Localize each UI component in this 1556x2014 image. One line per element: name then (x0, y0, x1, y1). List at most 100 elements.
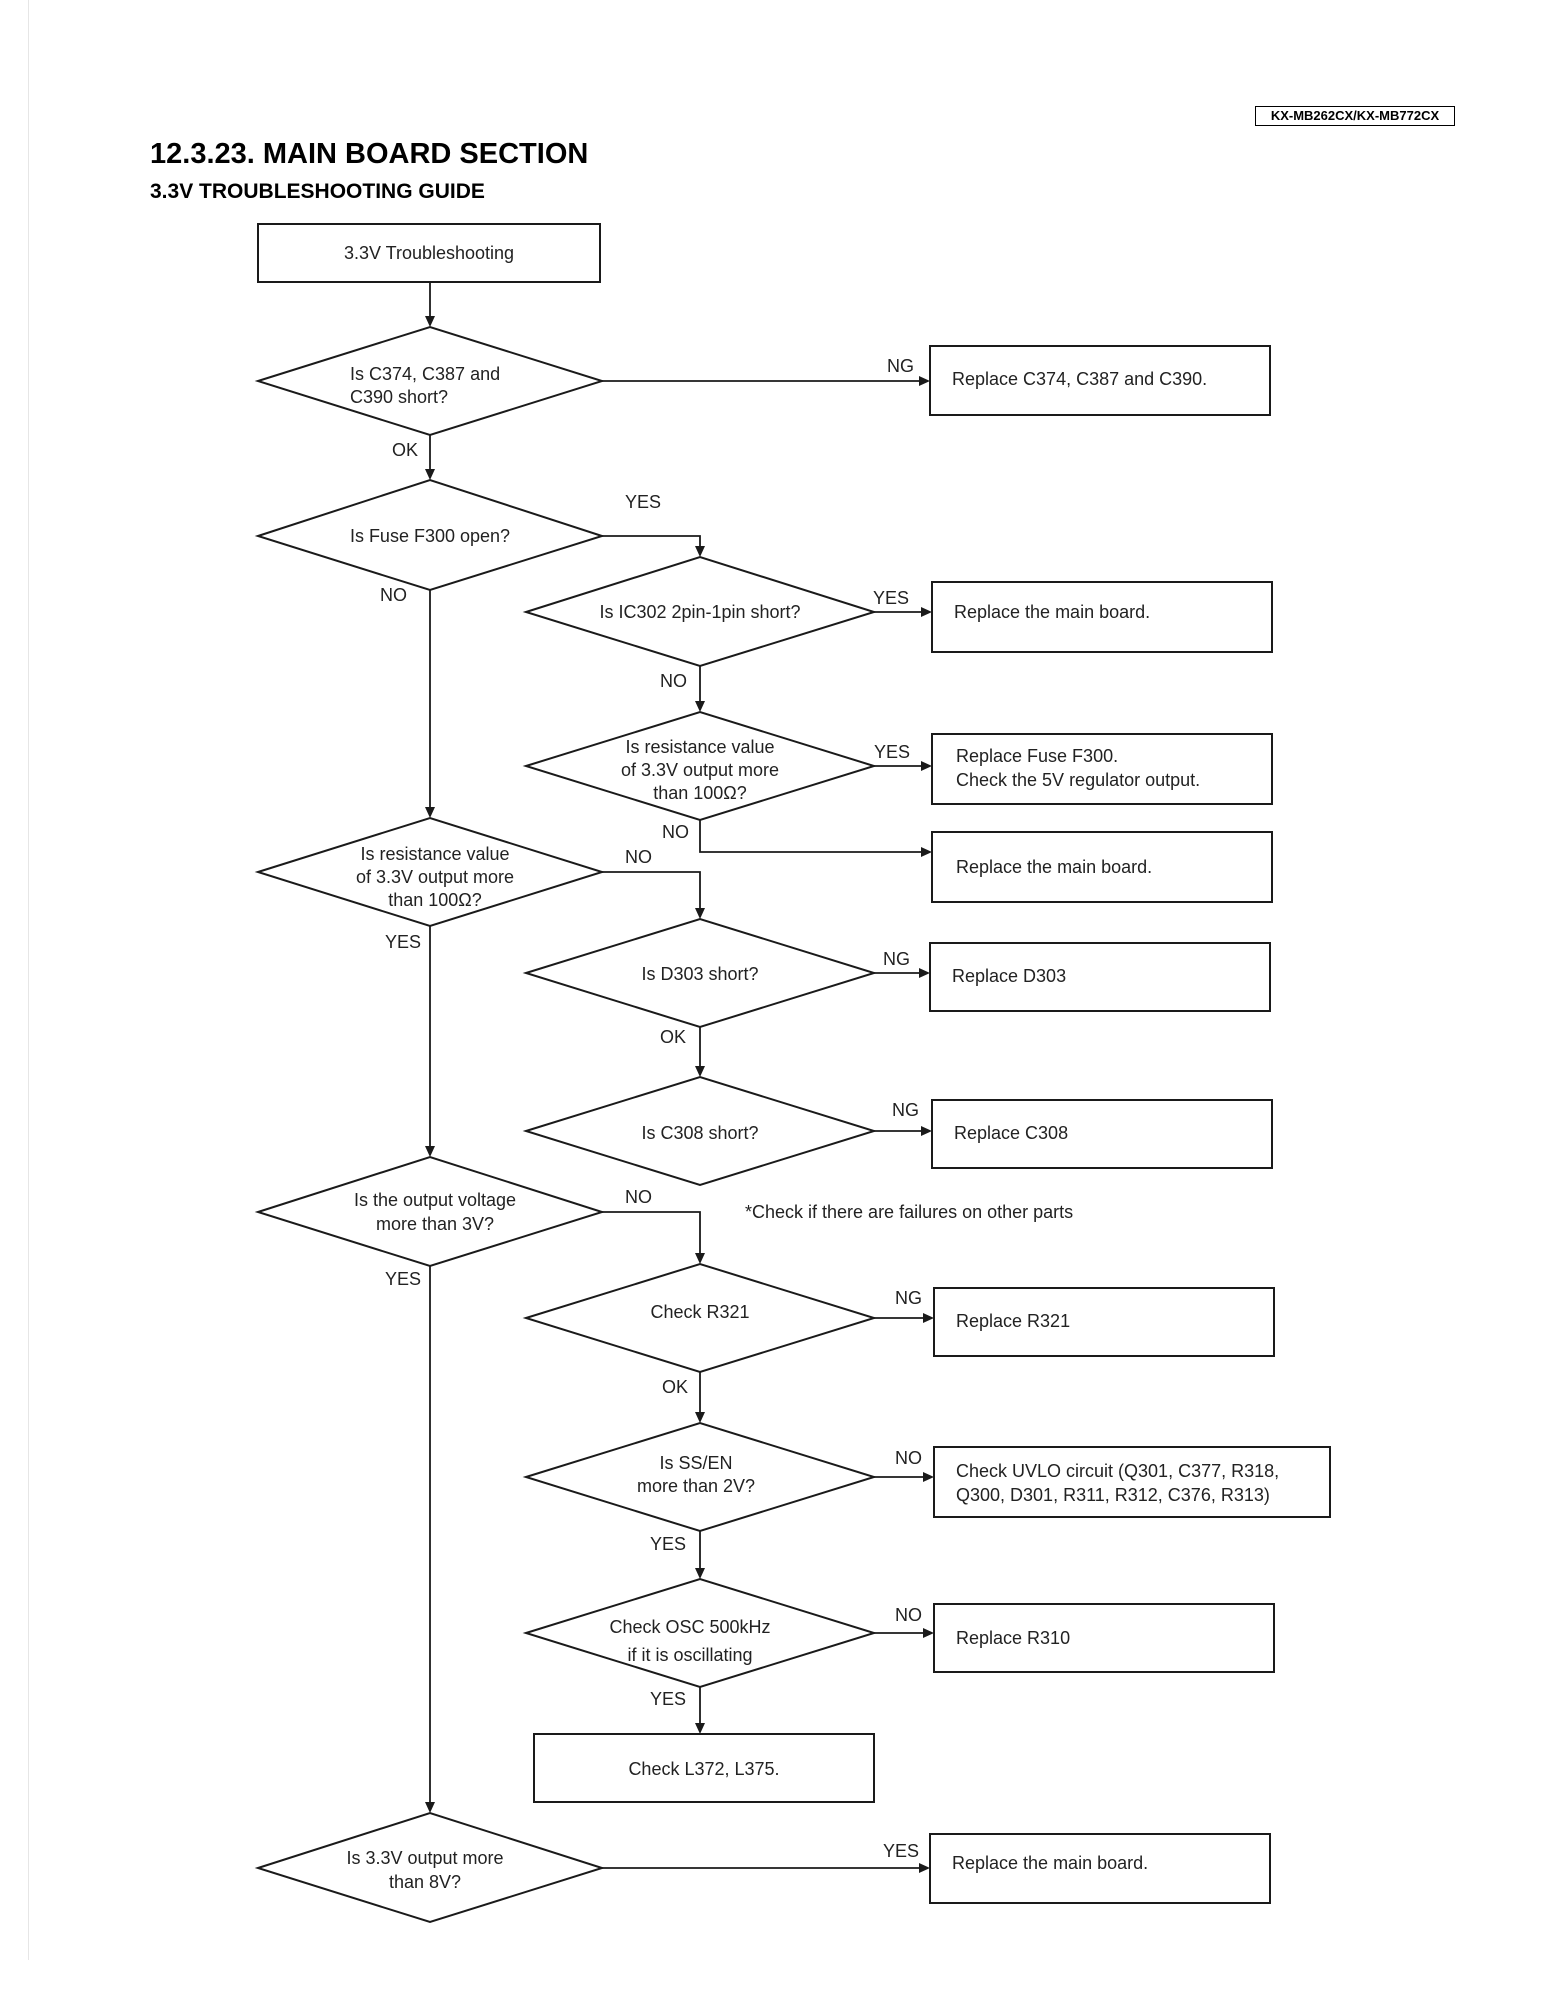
arrow-head (695, 1723, 705, 1734)
decision-resistance-fuse-line-2: of 3.3V output more (621, 760, 779, 780)
branch-label-ng: NG (892, 1100, 919, 1120)
guide-title: 3.3V TROUBLESHOOTING GUIDE (150, 180, 485, 203)
action-replace-r321 (933, 1287, 1275, 1357)
arrow-head (921, 1126, 932, 1136)
decision-osc-line-2: if it is oscillating (627, 1645, 752, 1665)
decision-c308-label: Is C308 short? (641, 1123, 758, 1143)
arrow-head (425, 1146, 435, 1157)
decision-resistance-main-line-2: of 3.3V output more (356, 867, 514, 887)
decision-resistance-fuse-line-3: than 100Ω? (653, 783, 747, 803)
connector-res1-no (699, 820, 923, 853)
action-replace-main-board-1 (931, 581, 1273, 653)
section-title: 12.3.23. MAIN BOARD SECTION (150, 138, 589, 170)
action-replace-r310 (933, 1603, 1275, 1673)
action-replace-main-board-2-label: Replace the main board. (956, 857, 1152, 877)
arrow-head (919, 968, 930, 978)
action-replace-fuse-line-1: Replace Fuse F300. (956, 746, 1118, 766)
arrow-head (695, 1066, 705, 1077)
arrow-head (921, 847, 932, 857)
action-check-l372-l375-label: Check L372, L375. (628, 1759, 779, 1779)
decision-fuse-label: Is Fuse F300 open? (350, 526, 510, 546)
arrow-head (921, 607, 932, 617)
action-replace-d303-label: Replace D303 (952, 966, 1066, 986)
model-number-tag: KX-MB262CX/KX-MB772CX (1255, 106, 1455, 126)
action-replace-main-board-3-label: Replace the main board. (952, 1853, 1148, 1873)
branch-label-yes: YES (650, 1689, 686, 1709)
arrow-head (919, 376, 930, 386)
arrow-head (923, 1313, 934, 1323)
connector-voltage-no (602, 1211, 701, 1255)
decision-resistance-main-line-3: than 100Ω? (388, 890, 482, 910)
branch-label-no: NO (380, 585, 407, 605)
action-replace-main-board-3 (929, 1833, 1271, 1904)
connector-fuse-yes (602, 535, 701, 548)
branch-label-yes: YES (650, 1534, 686, 1554)
arrow-head (425, 469, 435, 480)
arrow-head (695, 1253, 705, 1264)
action-replace-c308-label: Replace C308 (954, 1123, 1068, 1143)
decision-ss-en-line-2: more than 2V? (637, 1476, 755, 1496)
branch-label-no: NO (625, 847, 652, 867)
action-replace-c308 (931, 1099, 1273, 1169)
decision-d303-label: Is D303 short? (641, 964, 758, 984)
action-replace-r310-label: Replace R310 (956, 1628, 1070, 1648)
decision-osc-line-1: Check OSC 500kHz (609, 1617, 770, 1637)
branch-label-yes: YES (385, 932, 421, 952)
action-replace-fuse-line-2: Check the 5V regulator output. (956, 770, 1200, 790)
arrow-head (425, 316, 435, 327)
decision-resistance-main-line-1: Is resistance value (360, 844, 509, 864)
branch-label-ng: NG (887, 356, 914, 376)
branch-label-no: NO (895, 1605, 922, 1625)
branch-label-no: NO (662, 822, 689, 842)
decision-ss-en-line-1: Is SS/EN (659, 1453, 732, 1473)
branch-label-yes: YES (873, 588, 909, 608)
action-check-uvlo (933, 1446, 1331, 1518)
decision-output-voltage-line-1: Is the output voltage (354, 1190, 516, 1210)
decision-output-8v-line-2: than 8V? (389, 1872, 461, 1892)
arrow-head (921, 761, 932, 771)
connector-res2-no (602, 871, 701, 910)
start-box (257, 223, 601, 283)
action-replace-d303 (929, 942, 1271, 1012)
branch-label-ok: OK (662, 1377, 688, 1397)
arrow-head (695, 908, 705, 919)
arrow-head (919, 1863, 930, 1873)
branch-label-ng: NG (883, 949, 910, 969)
branch-label-ng: NG (895, 1288, 922, 1308)
action-check-uvlo-line-2: Q300, D301, R311, R312, C376, R313) (956, 1485, 1270, 1505)
action-check-uvlo-line-1: Check UVLO circuit (Q301, C377, R318, (956, 1461, 1279, 1481)
branch-label-ok: OK (660, 1027, 686, 1047)
action-check-l372-l375 (533, 1733, 875, 1803)
action-replace-main-board-1-label: Replace the main board. (954, 602, 1150, 622)
action-replace-caps-label: Replace C374, C387 and C390. (952, 369, 1207, 389)
start-label: 3.3V Troubleshooting (344, 243, 514, 263)
branch-label-yes: YES (385, 1269, 421, 1289)
decision-caps-line-1: Is C374, C387 and (350, 364, 500, 384)
decision-output-voltage-line-2: more than 3V? (376, 1214, 494, 1234)
decision-check-r321-label: Check R321 (650, 1302, 749, 1322)
action-replace-main-board-2 (931, 831, 1273, 903)
branch-label-no: NO (895, 1448, 922, 1468)
decision-resistance-fuse-line-1: Is resistance value (625, 737, 774, 757)
arrow-head (425, 1802, 435, 1813)
arrow-head (695, 1412, 705, 1423)
branch-label-yes: YES (874, 742, 910, 762)
action-replace-fuse (931, 733, 1273, 805)
arrow-head (695, 546, 705, 557)
branch-label-no: NO (625, 1187, 652, 1207)
decision-output-voltage (254, 1155, 606, 1268)
branch-label-ok: OK (392, 440, 418, 460)
arrow-head (695, 1568, 705, 1579)
decision-output-8v-line-1: Is 3.3V output more (346, 1848, 503, 1868)
decision-caps-line-2: C390 short? (350, 387, 448, 407)
arrow-head (695, 701, 705, 712)
decision-ic302-label: Is IC302 2pin-1pin short? (599, 602, 800, 622)
branch-label-no: NO (660, 671, 687, 691)
arrow-head (923, 1628, 934, 1638)
page-edge (28, 0, 29, 1960)
arrow-head (425, 807, 435, 818)
branch-label-yes: YES (625, 492, 661, 512)
branch-label-yes: YES (883, 1841, 919, 1861)
note-other-parts: *Check if there are failures on other pa… (745, 1202, 1073, 1222)
